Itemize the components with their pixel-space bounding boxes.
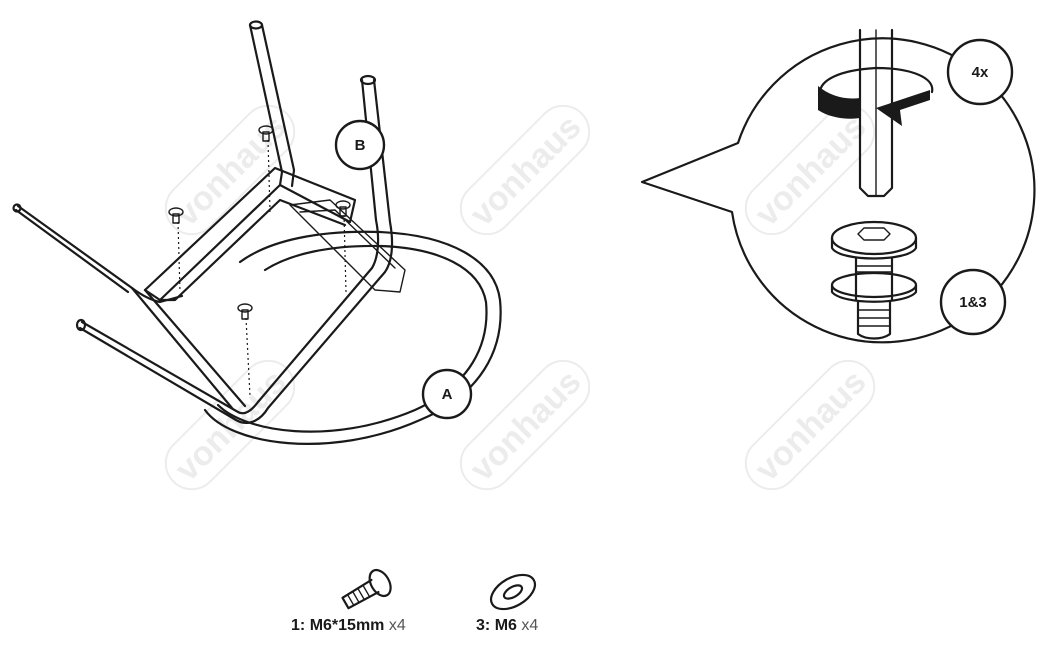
svg-text:B: B [355, 137, 366, 154]
part-3-qty: x4 [521, 617, 539, 634]
watermark-text: vonhaus [748, 363, 874, 489]
part-1-name: M6*15mm [309, 617, 385, 634]
seat-shell [203, 230, 502, 445]
frame-leg [16, 204, 184, 304]
seat-bracket [289, 199, 406, 293]
watermark-text: vonhaus [463, 363, 589, 489]
watermark-text: vonhaus [168, 108, 294, 234]
svg-text:A: A [442, 386, 453, 403]
part-label-separator: : [484, 617, 495, 634]
watermark-text: vonhaus [748, 108, 874, 234]
frame-label: B [334, 119, 386, 171]
frame-leg [80, 78, 380, 415]
svg-text:1&3: 1&3 [959, 294, 987, 311]
part-1-id: 1 [291, 617, 300, 634]
svg-text:4x: 4x [972, 64, 989, 81]
repeat-count-badge: 4x [946, 38, 1014, 106]
part-1-label: 1: M6*15mm x4 [291, 617, 406, 635]
part-1-qty: x4 [388, 617, 406, 634]
part-label-separator: : [299, 617, 310, 634]
parts-used-badge: 1&3 [939, 268, 1007, 336]
frame-screws [168, 125, 351, 397]
part-3-label: 3: M6 x4 [476, 617, 538, 635]
part-3-name: M6 [494, 617, 517, 634]
screw-icon [341, 568, 392, 610]
detail-callout: 4x 1&3 [640, 28, 1036, 344]
screw-with-washer [830, 220, 918, 340]
rotation-arrow [818, 66, 934, 97]
seat-shell-inner [216, 244, 488, 433]
seat-label: A [421, 368, 473, 420]
part-3-id: 3 [476, 617, 485, 634]
washer-icon [489, 573, 537, 611]
watermark-text: vonhaus [463, 108, 589, 234]
frame-leg [248, 23, 284, 187]
chair-illustration: B A [12, 20, 502, 445]
callout-bubble [640, 37, 1036, 344]
